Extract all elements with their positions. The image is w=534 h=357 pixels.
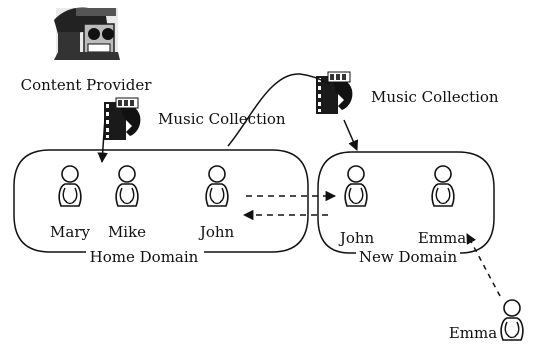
user-name-mary: Mary bbox=[50, 223, 90, 241]
person-icon-emma-new bbox=[431, 165, 455, 207]
music-collection-right-icon bbox=[315, 71, 353, 115]
user-name-john-home: John bbox=[198, 223, 235, 241]
content-provider-icon bbox=[54, 7, 120, 60]
person-icon-mary bbox=[58, 165, 82, 207]
arrow-media-to-new-domain bbox=[343, 119, 359, 151]
person-icon-mike bbox=[115, 165, 139, 207]
music-collection-right-label: Music Collection bbox=[371, 88, 499, 106]
music-collection-left-label: Music Collection bbox=[158, 110, 286, 128]
user-name-emma-outside: Emma bbox=[449, 324, 497, 342]
curve-provider-to-new-domain bbox=[227, 73, 331, 147]
home-domain-label: Home Domain bbox=[90, 248, 199, 266]
home-domain-boundary bbox=[13, 149, 309, 253]
user-name-john-new: John bbox=[338, 229, 375, 247]
person-icon-emma-outside bbox=[500, 299, 524, 341]
music-collection-left-icon bbox=[103, 97, 141, 141]
new-domain-label: New Domain bbox=[359, 248, 458, 266]
person-icon-john-home bbox=[205, 165, 229, 207]
new-domain-boundary bbox=[317, 151, 495, 254]
user-name-emma-new: Emma bbox=[418, 229, 466, 247]
arrow-provider-to-home bbox=[97, 117, 108, 164]
user-name-mike: Mike bbox=[108, 223, 146, 241]
dashed-arrow-emma-to-new-domain bbox=[466, 233, 501, 297]
content-provider-label: Content Provider bbox=[21, 76, 153, 94]
person-icon-john-new bbox=[344, 165, 368, 207]
